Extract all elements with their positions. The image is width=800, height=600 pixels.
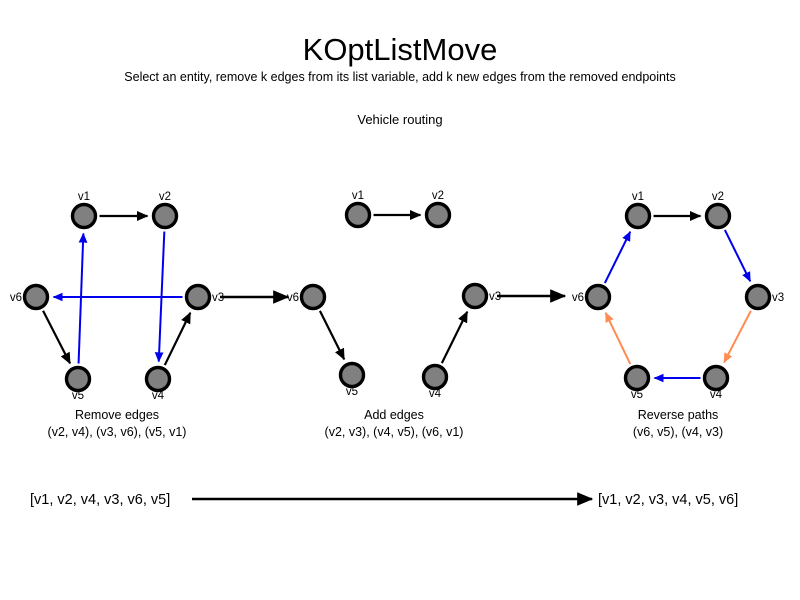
after-list: [v1, v2, v3, v4, v5, v6] xyxy=(598,492,738,508)
node-label-remove-v2: v2 xyxy=(159,191,171,203)
panel-caption-detail-remove: (v2, v4), (v3, v6), (v5, v1) xyxy=(48,425,187,439)
node-label-add-v4: v4 xyxy=(429,388,442,400)
graph-node-add-v1[interactable] xyxy=(344,201,372,229)
node-label-reverse-v6: v6 xyxy=(572,292,584,304)
node-label-reverse-v4: v4 xyxy=(710,389,723,401)
node-label-reverse-v5: v5 xyxy=(631,389,643,401)
node-label-reverse-v1: v1 xyxy=(632,191,644,203)
graph-node-remove-v2[interactable] xyxy=(151,202,179,230)
edge-remove-v4-to-v3 xyxy=(163,311,192,366)
edge-remove-v6-to-v5 xyxy=(42,310,71,365)
node-label-remove-v3: v3 xyxy=(212,292,224,304)
graph-node-add-v5[interactable] xyxy=(338,361,366,389)
graph-node-remove-v4[interactable] xyxy=(144,365,172,393)
node-label-add-v1: v1 xyxy=(352,190,364,202)
panel-caption-detail-reverse: (v6, v5), (v4, v3) xyxy=(633,425,723,439)
graph-node-reverse-v5[interactable] xyxy=(623,364,651,392)
summary-row: [v1, v2, v4, v3, v6, v5] [v1, v2, v3, v4… xyxy=(30,492,738,508)
node-label-add-v2: v2 xyxy=(432,190,444,202)
panel-caption-detail-add: (v2, v3), (v4, v5), (v6, v1) xyxy=(325,425,464,439)
node-labels-layer: v1 v2 v3 v4 v5 v6 v1 v2 v3 v4 v5 v6 v1 v2 v3 v4 v5 v6 xyxy=(10,190,784,402)
node-label-add-v5: v5 xyxy=(346,386,358,398)
node-label-remove-v4: v4 xyxy=(152,390,165,402)
edge-reverse-v6-to-v1 xyxy=(603,230,632,284)
graph-node-reverse-v3[interactable] xyxy=(744,283,772,311)
edge-remove-v5-to-v1 xyxy=(77,232,88,364)
graph-node-remove-v1[interactable] xyxy=(70,202,98,230)
nodes-layer xyxy=(22,201,772,393)
edges-layer xyxy=(42,209,752,383)
node-label-remove-v6: v6 xyxy=(10,292,22,304)
section-heading: Vehicle routing xyxy=(357,112,442,127)
node-label-remove-v5: v5 xyxy=(72,390,84,402)
node-label-add-v6: v6 xyxy=(287,292,299,304)
before-list: [v1, v2, v4, v3, v6, v5] xyxy=(30,492,170,508)
node-label-add-v3: v3 xyxy=(489,291,501,303)
node-label-remove-v1: v1 xyxy=(78,191,90,203)
page-title: KOptListMove xyxy=(303,32,498,67)
graph-node-add-v2[interactable] xyxy=(424,201,452,229)
graph-node-add-v4[interactable] xyxy=(421,363,449,391)
graph-node-remove-v3[interactable] xyxy=(184,283,212,311)
edge-reverse-v2-to-v3 xyxy=(723,229,752,283)
graph-node-reverse-v6[interactable] xyxy=(584,283,612,311)
panel-captions-layer: Remove edges (v2, v4), (v3, v6), (v5, v1)… xyxy=(48,408,724,439)
panel-caption-title-add: Add edges xyxy=(364,408,424,422)
panel-caption-title-remove: Remove edges xyxy=(75,408,159,422)
graph-node-remove-v5[interactable] xyxy=(64,365,92,393)
graph-node-remove-v6[interactable] xyxy=(22,283,50,311)
edge-add-v4-to-v3 xyxy=(440,310,469,364)
panel-caption-title-reverse: Reverse paths xyxy=(638,408,719,422)
edge-reverse-v3-to-v4 xyxy=(723,310,752,364)
graph-node-reverse-v2[interactable] xyxy=(704,202,732,230)
edge-reverse-v5-to-v6 xyxy=(604,312,632,365)
graph-node-reverse-v1[interactable] xyxy=(624,202,652,230)
page-subtitle: Select an entity, remove k edges from it… xyxy=(124,70,675,84)
node-label-reverse-v2: v2 xyxy=(712,191,724,203)
edge-add-v6-to-v5 xyxy=(318,310,346,361)
node-label-reverse-v3: v3 xyxy=(772,292,784,304)
graph-node-add-v3[interactable] xyxy=(461,282,489,310)
graph-node-add-v6[interactable] xyxy=(299,283,327,311)
panel-transition-arrows xyxy=(220,289,567,304)
graph-node-reverse-v4[interactable] xyxy=(702,364,730,392)
